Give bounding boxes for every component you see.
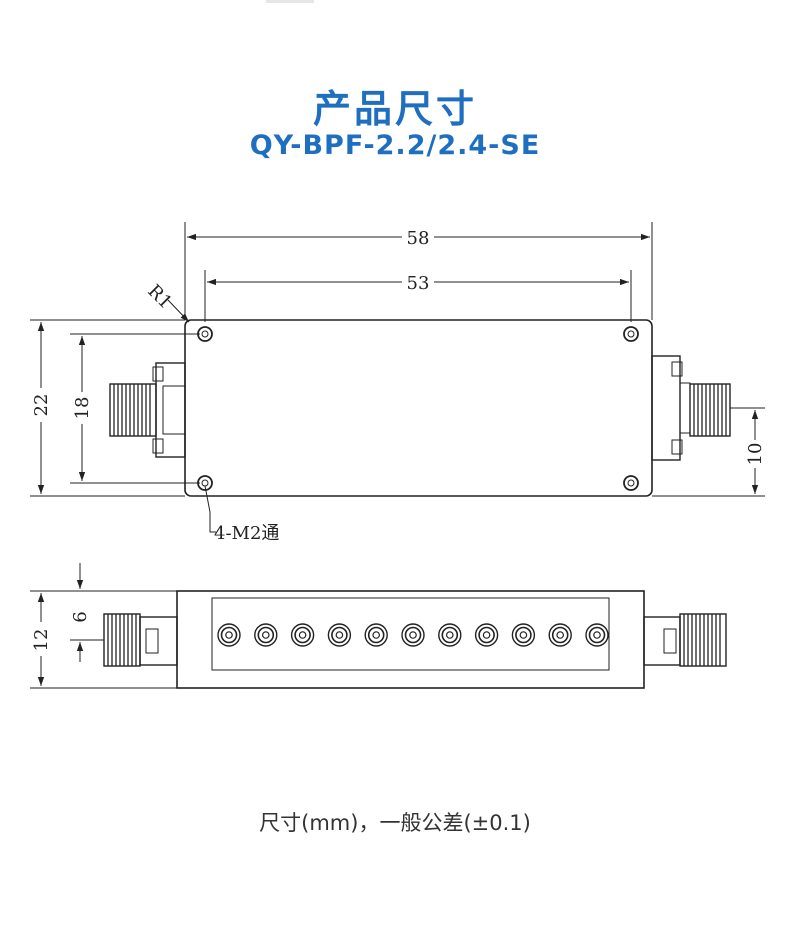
- top-view: [30, 222, 765, 533]
- tuning-screw: [401, 623, 425, 647]
- right-connector-side: [643, 613, 727, 667]
- dim-label-22: 22: [31, 394, 52, 417]
- model-number: QY-BPF-2.2/2.4-SE: [249, 130, 541, 161]
- tuning-screw: [364, 623, 388, 647]
- dim-label-6: 6: [70, 611, 91, 622]
- mounting-hole: [197, 326, 639, 491]
- tuning-screw: [438, 623, 462, 647]
- dim-label-58: 58: [407, 228, 430, 249]
- tuning-screw: [585, 623, 609, 647]
- dim-label-18: 18: [72, 397, 93, 420]
- dim-label-10: 10: [745, 443, 766, 466]
- dim-label-12: 12: [31, 629, 52, 652]
- dimension-10: [652, 410, 765, 497]
- dimension-18: [70, 333, 200, 484]
- dim-label-53: 53: [407, 273, 430, 294]
- tuning-screw: [290, 623, 315, 647]
- tuning-screw: [474, 623, 499, 647]
- page-title: 产品尺寸: [312, 87, 477, 131]
- dimension-12: [30, 590, 177, 689]
- dimension-53: [204, 270, 632, 322]
- filter-body-top: [184, 319, 653, 497]
- tuning-screw-row: [217, 623, 609, 647]
- filter-body-side: [176, 590, 645, 689]
- tuning-screw: [548, 623, 572, 647]
- tuning-panel: [211, 597, 610, 671]
- top-divider: [266, 0, 314, 3]
- left-connector-side: [70, 613, 178, 667]
- left-connector-top: [109, 362, 186, 458]
- tuning-screw: [254, 623, 278, 647]
- tuning-screw: [217, 623, 241, 647]
- tuning-screw: [327, 623, 352, 647]
- side-view: [30, 563, 727, 689]
- tuning-screw: [511, 623, 536, 647]
- holes-leader: [204, 485, 216, 533]
- dim-label-radius: R1: [143, 281, 176, 314]
- dimension-22: [30, 319, 185, 497]
- right-connector-top: [651, 355, 765, 461]
- radius-leader: [167, 299, 190, 323]
- holes-note: 4-M2通: [214, 523, 279, 544]
- tolerance-note: 尺寸(mm)，一般公差(±0.1): [259, 811, 531, 835]
- dimension-58: [184, 222, 653, 320]
